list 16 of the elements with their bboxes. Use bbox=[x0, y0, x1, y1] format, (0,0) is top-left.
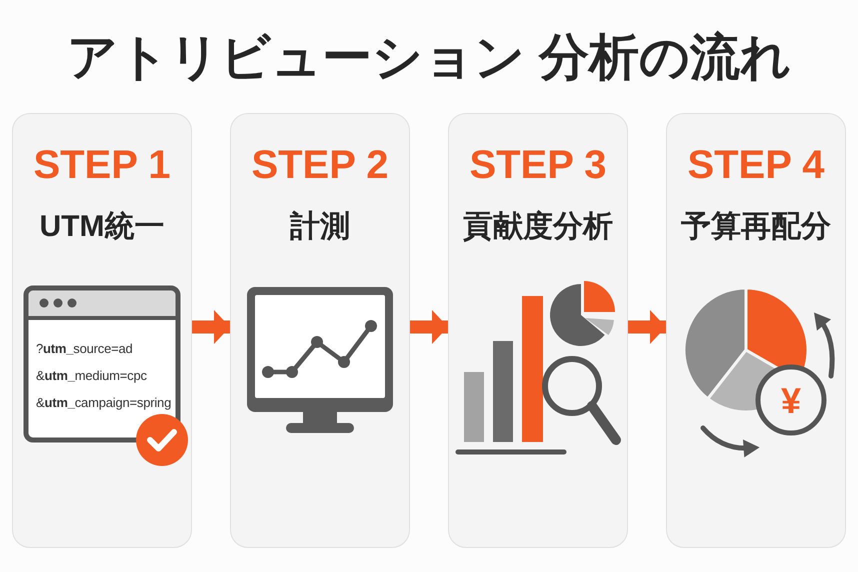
step-title: 貢献度分析 bbox=[463, 209, 613, 245]
diagram-title: アトリビューション 分析の流れ bbox=[67, 28, 791, 87]
arrow bbox=[192, 310, 230, 344]
url-parameter: ?utm_source=ad bbox=[36, 341, 133, 357]
url-parameter: &utm_medium=cpc bbox=[36, 368, 147, 384]
arrow bbox=[628, 310, 666, 344]
step-number: STEP 4 bbox=[687, 143, 825, 187]
step-title: 計測 bbox=[290, 209, 350, 245]
step-title: 予算再配分 bbox=[681, 209, 831, 245]
step-number: STEP 3 bbox=[469, 143, 607, 187]
arrow bbox=[410, 310, 448, 344]
step-title: UTM統一 bbox=[40, 209, 164, 245]
yen-sign: ¥ bbox=[780, 382, 802, 420]
step-number: STEP 2 bbox=[251, 143, 389, 187]
url-parameter: &utm_campaign=spring bbox=[36, 395, 172, 411]
step-number: STEP 1 bbox=[33, 143, 171, 187]
